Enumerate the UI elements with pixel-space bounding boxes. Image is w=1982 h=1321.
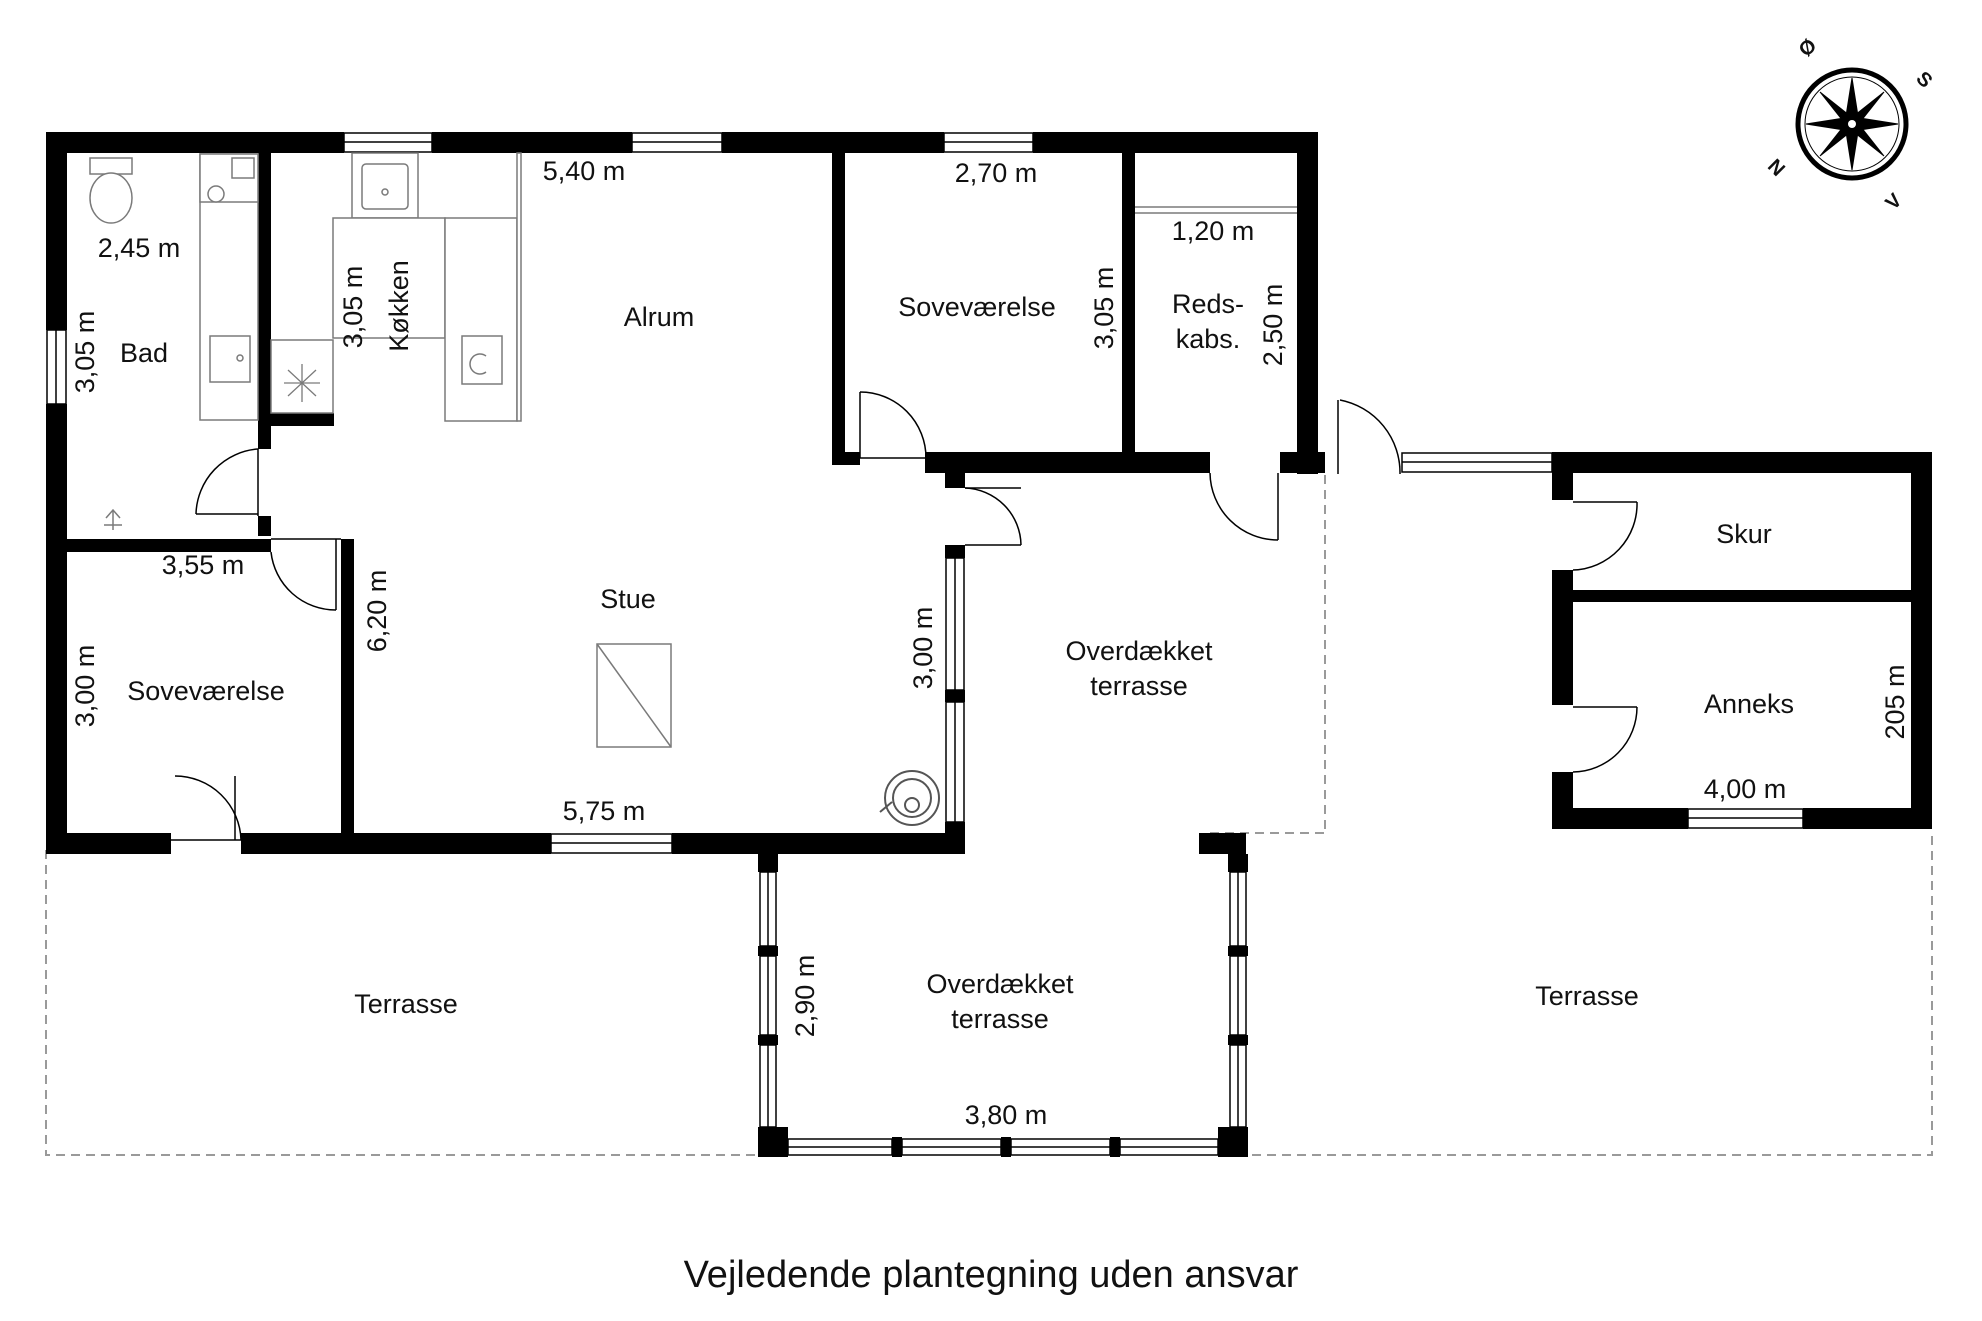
covered-terrace-south <box>758 854 1248 1157</box>
dim-alrum-width: 5,40 m <box>543 156 626 186</box>
dim-redskabs-height: 2,50 m <box>1258 284 1288 367</box>
room-labels: Bad Køkken Alrum Soveværelse Reds- kabs.… <box>120 260 1794 1034</box>
compass-label-v: V <box>1882 189 1907 214</box>
compass-label-n: N <box>1763 155 1789 181</box>
room-label-bad: Bad <box>120 338 168 368</box>
kitchen-fixtures <box>270 152 522 422</box>
room-label-koekken: Køkken <box>384 260 414 352</box>
dim-overdaekket-width: 3,80 m <box>965 1100 1048 1130</box>
room-label-skur: Skur <box>1716 519 1772 549</box>
annex-doors <box>1572 501 1638 773</box>
dim-bad-height: 3,05 m <box>70 311 100 394</box>
dim-koekken-height: 3,05 m <box>338 266 368 349</box>
dim-sovevaerelse2-width: 3,55 m <box>162 550 245 580</box>
dim-stue-height: 6,20 m <box>362 570 392 653</box>
dim-sovevaerelse2-height: 3,00 m <box>70 645 100 728</box>
room-label-overdaekket-1-line-2: terrasse <box>1090 671 1188 701</box>
redskabs-shelf <box>1135 206 1297 214</box>
compass-rose: Ø S V N <box>1763 35 1936 215</box>
dim-bad-width: 2,45 m <box>98 233 181 263</box>
room-label-redskabs-line-1: Reds- <box>1172 289 1244 319</box>
room-label-overdaekket-2-line-2: terrasse <box>951 1004 1049 1034</box>
dim-stue-width: 5,75 m <box>563 796 646 826</box>
room-label-anneks: Anneks <box>1704 689 1794 719</box>
annex-walls <box>1552 452 1932 829</box>
room-label-redskabs-line-2: kabs. <box>1176 324 1241 354</box>
compass-label-o: Ø <box>1795 35 1822 62</box>
dim-anneks-width: 4,00 m <box>1704 774 1787 804</box>
room-label-stue: Stue <box>600 584 656 614</box>
dimension-labels: 5,40 m 2,70 m 1,20 m 2,45 m 3,05 m 3,05 … <box>70 156 1910 1130</box>
room-label-terrasse-left: Terrasse <box>354 989 458 1019</box>
main-house-walls <box>46 132 1325 854</box>
room-label-overdaekket-2-line-1: Overdækket <box>926 969 1074 999</box>
room-label-overdaekket-1-line-1: Overdækket <box>1065 636 1213 666</box>
bathroom-fixtures <box>89 153 259 530</box>
dim-anneks-height: 205 m <box>1880 664 1910 739</box>
stair-opening <box>596 643 672 748</box>
compass-label-s: S <box>1912 68 1937 93</box>
room-label-alrum: Alrum <box>624 302 695 332</box>
dim-overdaekket-height: 2,90 m <box>790 955 820 1038</box>
dim-sovevaerelse-height: 3,05 m <box>1089 267 1119 350</box>
room-label-sovevaerelse-2: Soveværelse <box>127 676 285 706</box>
room-label-sovevaerelse-1: Soveværelse <box>898 292 1056 322</box>
room-label-terrasse-right: Terrasse <box>1535 981 1639 1011</box>
plan-caption: Vejledende plantegning uden ansvar <box>684 1254 1299 1296</box>
dim-sovevaerelse-width: 2,70 m <box>955 158 1038 188</box>
doors <box>171 391 1401 841</box>
dim-redskabs-width: 1,20 m <box>1172 216 1255 246</box>
dim-terrasse-height: 3,00 m <box>908 607 938 690</box>
wood-stove <box>879 770 940 826</box>
windows <box>46 132 1804 854</box>
